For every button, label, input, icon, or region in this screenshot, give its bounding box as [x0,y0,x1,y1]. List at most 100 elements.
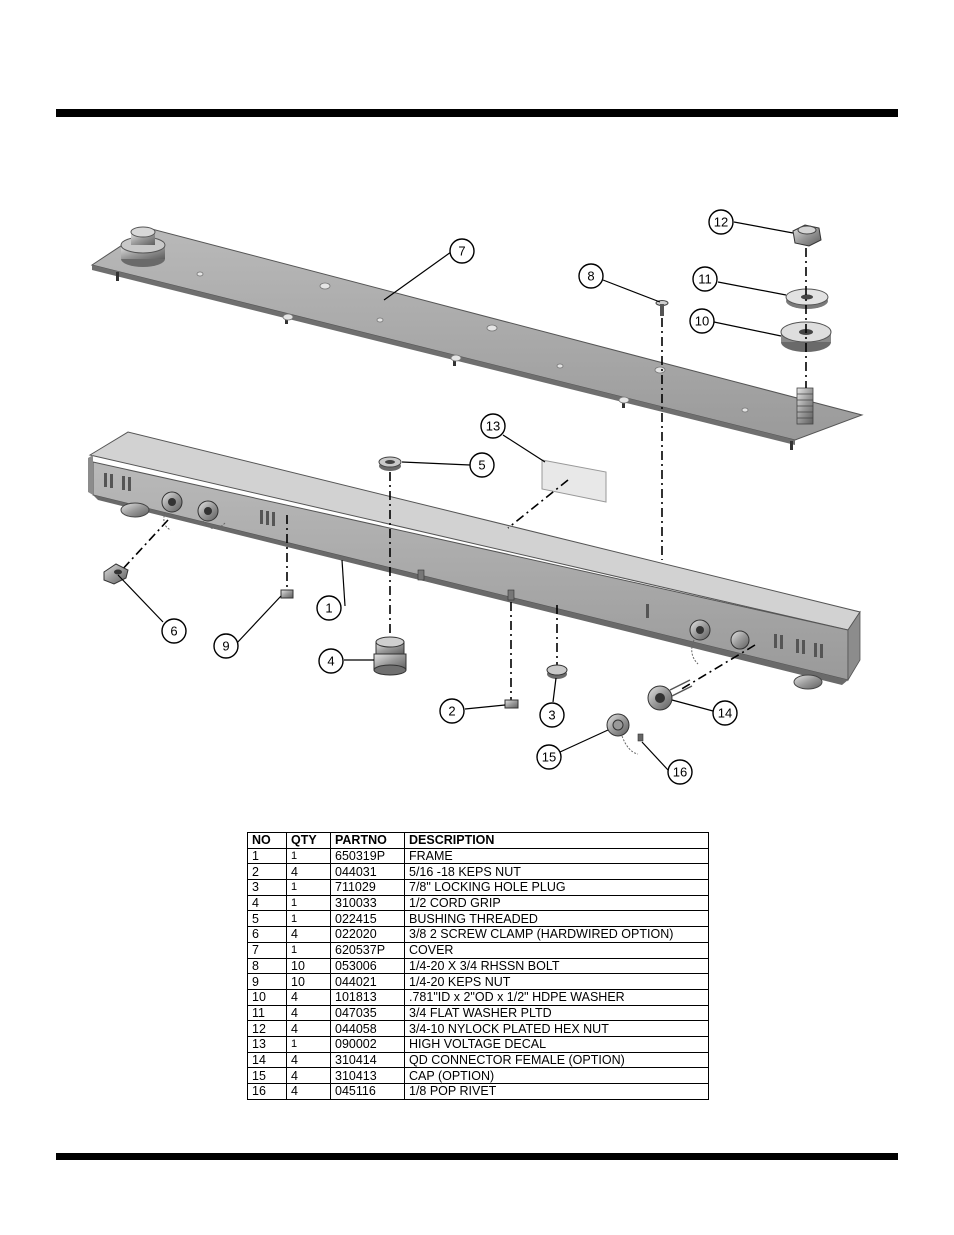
cell-description: .781"ID x 2"OD x 1/2" HDPE WASHER [404,988,709,1006]
callout-7: 7 [449,238,475,264]
callout-8: 8 [578,263,604,289]
cell-partno: 045116 [330,1083,405,1100]
cell-no: 10 [247,988,287,1006]
cell-description: 1/8 POP RIVET [404,1083,709,1100]
table-header-row: NO QTY PARTNO DESCRIPTION [247,832,709,849]
cell-description: 3/4-10 NYLOCK PLATED HEX NUT [404,1020,709,1037]
svg-text:1: 1 [325,601,332,616]
svg-text:2: 2 [448,704,455,719]
cell-no: 2 [247,863,287,881]
exploded-parts-diagram: 1 2 3 4 5 6 7 8 9 10 11 12 13 14 15 16 [88,209,864,785]
svg-text:8: 8 [587,269,594,284]
hex-nut-part-12 [792,224,822,247]
svg-text:9: 9 [222,639,229,654]
cell-no: 11 [247,1004,287,1022]
cover-fitting [120,226,166,267]
svg-text:16: 16 [673,765,687,780]
callout-6: 6 [161,618,187,644]
cell-partno: 090002 [330,1035,405,1053]
cell-no: 16 [247,1083,287,1100]
callout-13: 13 [480,413,506,439]
callout-2: 2 [439,698,465,724]
cover-holes [196,271,749,413]
cell-partno: 310413 [330,1067,405,1084]
callout-1: 1 [316,595,342,621]
cell-no: 7 [247,941,287,959]
cell-partno: 022020 [330,926,405,943]
cell-qty: 1 [286,941,331,959]
svg-text:5: 5 [478,458,485,473]
svg-text:14: 14 [718,706,732,721]
bolt-part-8 [655,300,669,316]
cell-partno: 047035 [330,1004,405,1022]
cell-description: QD CONNECTOR FEMALE (OPTION) [404,1051,709,1069]
callout-14: 14 [712,700,738,726]
callout-4: 4 [318,648,344,674]
frame-trough [88,431,861,690]
cell-partno: 101813 [330,988,405,1006]
cell-qty: 1 [286,894,331,912]
high-voltage-decal [541,459,607,503]
cell-description: BUSHING THREADED [404,910,709,928]
callout-12: 12 [708,209,734,235]
cell-qty: 4 [286,1067,331,1084]
cell-description: FRAME [404,847,709,865]
cord-grip-part-4 [373,636,407,676]
cell-no: 4 [247,894,287,912]
cell-description: CAP (OPTION) [404,1067,709,1084]
leader-lines [117,221,794,771]
cell-partno: 022415 [330,910,405,928]
cell-no: 6 [247,926,287,943]
cell-qty: 1 [286,910,331,928]
cell-partno: 044021 [330,973,405,990]
cell-no: 13 [247,1035,287,1053]
cell-partno: 310033 [330,894,405,912]
callout-15: 15 [536,744,562,770]
cell-qty: 1 [286,1035,331,1053]
header-partno: PARTNO [330,832,405,849]
cell-qty: 4 [286,988,331,1006]
svg-text:7: 7 [458,244,465,259]
cell-qty: 4 [286,1020,331,1037]
cell-partno: 044031 [330,863,405,881]
svg-text:12: 12 [714,215,728,230]
header-qty: QTY [286,832,331,849]
hole-plug-part-3 [546,664,568,679]
cell-description: 5/16 -18 KEPS NUT [404,863,709,881]
cell-description: 3/8 2 SCREW CLAMP (HARDWIRED OPTION) [404,926,709,943]
cover-threaded-stud [796,387,814,425]
frame-vent-slots [104,473,823,658]
callout-9: 9 [213,633,239,659]
svg-text:11: 11 [698,272,712,287]
cell-qty: 4 [286,1004,331,1022]
cell-no: 9 [247,973,287,990]
cell-qty: 1 [286,847,331,865]
bushing-part-5 [378,456,402,471]
frame-right-connectors [689,619,750,665]
callout-5: 5 [469,452,495,478]
cell-partno: 711029 [330,879,405,896]
header-no: NO [247,832,287,849]
cell-qty: 4 [286,1083,331,1100]
callout-3: 3 [539,702,565,728]
cell-qty: 1 [286,879,331,896]
cell-partno: 044058 [330,1020,405,1037]
cell-no: 12 [247,1020,287,1037]
cell-partno: 053006 [330,957,405,975]
svg-text:4: 4 [327,654,334,669]
cell-description: HIGH VOLTAGE DECAL [404,1035,709,1053]
cell-qty: 10 [286,957,331,975]
cell-partno: 650319P [330,847,405,865]
cell-partno: 620537P [330,941,405,959]
